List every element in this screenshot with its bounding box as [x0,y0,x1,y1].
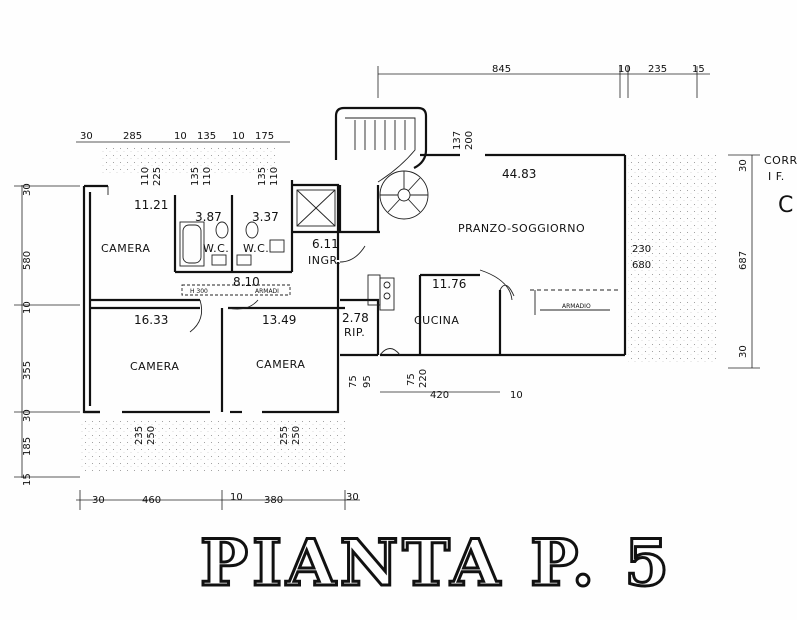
dim-right-30b: 30 [738,345,749,358]
camera-1-area: 11.21 [134,198,168,212]
cucina-label: CUCINA [414,314,459,327]
dim-tl-175: 175 [255,131,274,142]
corr-line-2: I F. [768,170,785,183]
dim-680: 680 [632,260,651,271]
dim-bot-30a: 30 [92,495,105,506]
dim-tl-10b: 10 [232,131,245,142]
dim-right-687: 687 [738,251,749,270]
dim-250a: 250 [146,426,157,445]
dim-v-225: 225 [152,167,163,186]
camera-1-label: CAMERA [101,242,150,255]
plan-notes: H 300 ARMADI ARMADIO [190,288,591,310]
room-labels: 11.21 CAMERA 3.87 W.C. 3.37 W.C. 6.11 IN… [101,167,585,373]
doors [107,186,515,356]
dim-75a: 75 [348,375,359,388]
dim-v-200: 200 [464,131,475,150]
dim-tl-285: 285 [123,131,142,142]
dim-top-235: 235 [648,64,667,75]
note-armadio: ARMADIO [562,303,591,310]
dim-230: 230 [632,244,651,255]
dim-235a: 235 [134,426,145,445]
camera-3-area: 13.49 [262,313,296,327]
dimension-lines [14,66,760,510]
elevator-shaft [296,189,336,227]
camera-3-label: CAMERA [256,358,305,371]
dim-top-845: 845 [492,64,511,75]
corr-line-3: C [778,193,793,218]
dim-bot-460: 460 [142,495,161,506]
rip-area: 2.78 [342,311,369,325]
plan-title: PIANTA P. 5 [200,526,673,601]
dim-tl-10a: 10 [174,131,187,142]
corr-text: CORR I F. C [764,154,797,218]
dim-left-355: 355 [22,361,33,380]
dim-left-30b: 30 [22,409,33,422]
dim-v-110b: 110 [202,167,213,186]
cucina-area: 11.76 [432,277,466,291]
dim-right-30a: 30 [738,159,749,172]
dim-v-110a: 110 [140,167,151,186]
wc-1-area: 3.87 [195,210,222,224]
dim-tl-30: 30 [80,131,93,142]
dim-top-15: 15 [692,64,705,75]
dim-tl-135: 135 [197,131,216,142]
camera-2-label: CAMERA [130,360,179,373]
disimpegno-area: 8.10 [233,275,260,289]
staircase [334,106,429,220]
wc-2-area: 3.37 [252,210,279,224]
pranzo-area: 44.83 [502,167,536,181]
dim-v-135b: 135 [257,167,268,186]
ingresso-label: INGR. [308,254,341,267]
wc-1-label: W.C. [203,242,229,255]
dim-bot-380: 380 [264,495,283,506]
dim-left-15: 15 [22,473,33,486]
kitchen-fixtures [367,274,395,311]
dim-left-30a: 30 [22,183,33,196]
corr-line-1: CORR [764,154,797,167]
walls [82,153,627,414]
note-armadi: ARMADI [255,288,279,295]
note-h300: H 300 [190,288,208,295]
dim-10-small: 10 [510,390,523,401]
bathroom-fixtures [179,221,285,267]
dim-95: 95 [362,375,373,388]
rip-label: RIP. [344,326,365,339]
terrace-hatching [80,148,716,473]
dim-top-10: 10 [618,64,631,75]
dim-left-580: 580 [22,251,33,270]
dim-bot-10: 10 [230,492,243,503]
dim-v-110c: 110 [269,167,280,186]
wc-2-label: W.C. [243,242,269,255]
dim-220: 220 [418,369,429,388]
dim-75b: 75 [406,373,417,386]
ingresso-area: 6.11 [312,237,339,251]
dim-v-137: 137 [452,131,463,150]
pranzo-label: PRANZO-SOGGIORNO [458,222,585,235]
wardrobes [181,284,620,315]
dimension-labels: 845 10 235 15 30 285 10 135 10 175 110 2… [22,64,749,506]
dim-250b: 250 [291,426,302,445]
camera-2-area: 16.33 [134,313,168,327]
dim-255: 255 [279,426,290,445]
dim-left-185: 185 [22,437,33,456]
dim-v-135a: 135 [190,167,201,186]
dim-420: 420 [430,390,449,401]
dim-bot-30b: 30 [346,492,359,503]
dim-left-10: 10 [22,301,33,314]
